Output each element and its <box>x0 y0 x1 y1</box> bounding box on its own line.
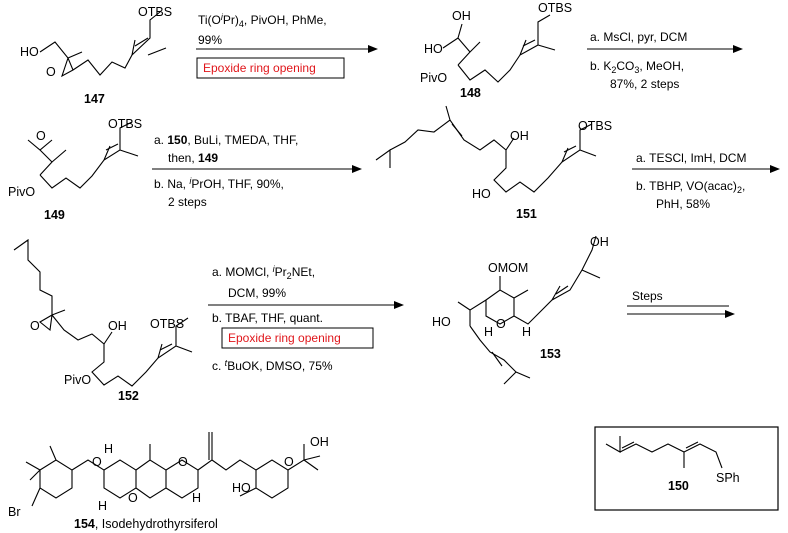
omom-label: OMOM <box>488 261 528 275</box>
br-label: Br <box>8 505 21 519</box>
step-1-yield: 99% <box>198 33 222 47</box>
ring-o-label: O <box>178 455 188 469</box>
step-4-b: b. TBHP, VO(acac)2, <box>636 179 745 195</box>
highlight-box-2 <box>221 327 374 349</box>
epoxide-o-label: O <box>46 65 56 79</box>
oh-label: OH <box>510 129 529 143</box>
compound-149: O PivO OTBS 149 <box>8 117 142 222</box>
step-4-a: a. TESCl, ImH, DCM <box>636 151 746 165</box>
step-2-a: a. MsCl, pyr, DCM <box>590 30 687 44</box>
compound-number-148: 148 <box>460 86 481 100</box>
step-5-b: b. TBAF, THF, quant. <box>212 311 323 325</box>
h-label: H <box>522 325 531 339</box>
oh-label: OH <box>590 235 609 249</box>
compound-154: O O O O OH HO Br H H H 154, Isodehydroth… <box>8 432 329 531</box>
compound-number-147: 147 <box>84 92 105 106</box>
compound-number-149: 149 <box>44 208 65 222</box>
epoxide-opening-label-2: Epoxide ring opening <box>228 331 341 345</box>
pivo-label: PivO <box>8 185 35 199</box>
epoxide-opening-label-1: Epoxide ring opening <box>203 61 316 75</box>
steps-label: Steps <box>632 289 663 303</box>
ho-label: HO <box>424 42 443 56</box>
step-4-yield: PhH, 58% <box>656 197 710 211</box>
step-5: a. MOMCl, iPr2NEt, DCM, 99% b. TBAF, THF… <box>208 264 404 373</box>
ho-label: HO <box>432 315 451 329</box>
otbs-label: OTBS <box>108 117 142 131</box>
ring-o-label: O <box>92 455 102 469</box>
step-3: a. 150, BuLi, TMEDA, THF, then, 149 b. N… <box>152 133 362 209</box>
otbs-label: OTBS <box>578 119 612 133</box>
otbs-label: OTBS <box>538 1 572 15</box>
compound-147: HO O OTBS 147 <box>20 5 172 106</box>
arrow-head-4 <box>770 165 780 173</box>
compound-154-caption: 154, Isodehydrothyrsiferol <box>74 517 218 531</box>
arrow-head-3 <box>352 165 362 173</box>
step-5-a-line2: DCM, 99% <box>228 286 286 300</box>
compound-number-152: 152 <box>118 389 139 403</box>
ho-label: HO <box>20 45 39 59</box>
ho-label: HO <box>232 481 251 495</box>
oh-label: OH <box>108 319 127 333</box>
oh-label: OH <box>310 435 329 449</box>
step-5-a: a. MOMCl, iPr2NEt, <box>212 264 315 281</box>
pivo-label: PivO <box>420 71 447 85</box>
ring-o-label: O <box>284 455 294 469</box>
ring-o-label: O <box>128 491 138 505</box>
h-label: H <box>104 442 113 456</box>
step-2: a. MsCl, pyr, DCM b. K2CO3, MeOH, 87%, 2… <box>587 30 743 91</box>
epoxide-o-label: O <box>36 129 46 143</box>
ho-label: HO <box>472 187 491 201</box>
sph-label: SPh <box>716 471 740 485</box>
step-1: Ti(OiPr)4, PivOH, PhMe, 99% Epoxide ring… <box>196 12 378 79</box>
epoxide-o-label: O <box>30 319 40 333</box>
h-label: H <box>192 491 201 505</box>
step-2-b: b. K2CO3, MeOH, <box>590 59 684 75</box>
h-label: H <box>484 325 493 339</box>
h-label: H <box>98 499 107 513</box>
step-4: a. TESCl, ImH, DCM b. TBHP, VO(acac)2, P… <box>632 151 780 211</box>
otbs-label: OTBS <box>150 317 184 331</box>
compound-151: OH HO OTBS 151 <box>375 105 612 221</box>
step-5-c: c. tBuOK, DMSO, 75% <box>212 358 333 373</box>
arrow-head-5 <box>394 301 404 309</box>
compound-number-150: 150 <box>668 479 689 493</box>
compound-152: O OH PivO OTBS 152 <box>13 238 193 403</box>
highlight-box-1 <box>196 57 345 79</box>
compound-number-151: 151 <box>516 207 537 221</box>
oh-label: OH <box>452 9 471 23</box>
arrow-head-2 <box>733 45 743 53</box>
step-3-c: 2 steps <box>168 195 207 209</box>
compound-148: HO OH PivO OTBS 148 <box>420 1 572 100</box>
pyran-o-label: O <box>496 317 506 331</box>
compound-150-box: SPh 150 <box>594 426 779 511</box>
compound-150-frame <box>594 426 779 511</box>
step-6: Steps <box>627 289 735 318</box>
arrow-head-6 <box>725 310 735 318</box>
step-3-b: b. Na, iPrOH, THF, 90%, <box>154 176 284 191</box>
step-2-yield: 87%, 2 steps <box>610 77 679 91</box>
pivo-label: PivO <box>64 373 91 387</box>
compound-153: O OMOM OH HO H H 153 <box>432 235 609 385</box>
otbs-label: OTBS <box>138 5 172 19</box>
arrow-head-1 <box>368 45 378 53</box>
step-3-a: a. 150, BuLi, TMEDA, THF, <box>154 133 298 147</box>
step-3-then: then, 149 <box>168 151 218 165</box>
compound-number-153: 153 <box>540 347 561 361</box>
step-1-reagents: Ti(OiPr)4, PivOH, PhMe, <box>198 12 327 29</box>
